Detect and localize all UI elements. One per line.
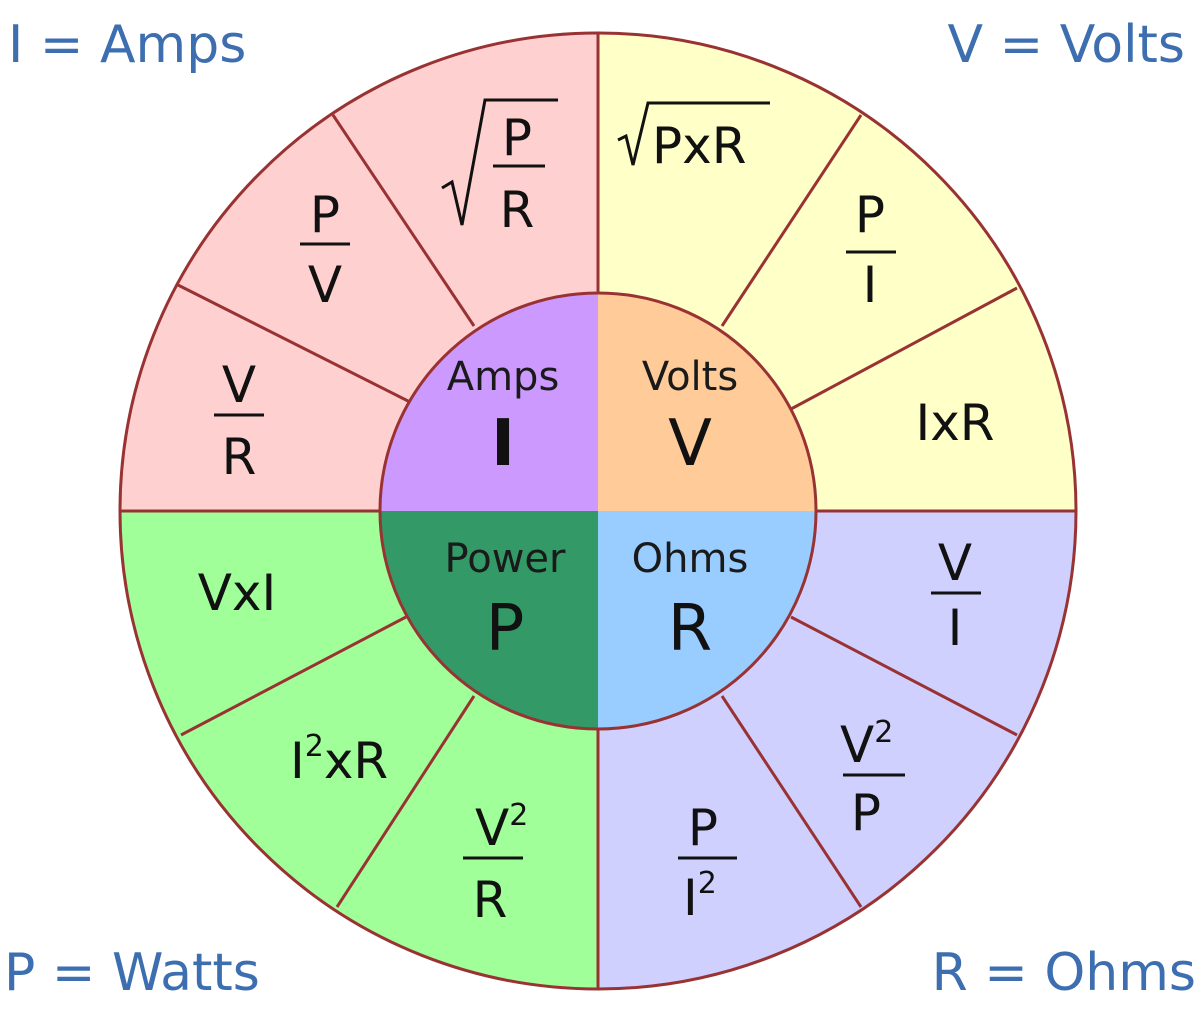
formula-numerator: P	[502, 109, 532, 167]
inner-circle-outline	[378, 291, 818, 731]
formula-numerator: V	[938, 534, 972, 592]
sqrt-radical-sign	[441, 98, 558, 226]
sqrt-radical-sign	[617, 101, 770, 166]
formula-numerator: V	[222, 356, 256, 414]
formula-sqrt-pxr: PxR	[617, 101, 770, 175]
formula-denominator: V	[308, 256, 342, 314]
formula-radicand: PxR	[652, 117, 746, 175]
formula-ixr: IxR	[915, 394, 994, 452]
formula-sqrt-p-over-r: P R	[441, 98, 558, 239]
center-amps-symbol: I	[491, 407, 515, 481]
center-power-symbol: P	[486, 592, 525, 666]
formula-denominator: I	[863, 256, 878, 314]
formula-numerator: V2	[475, 798, 528, 857]
formula-p-over-v: P V	[300, 186, 350, 314]
amps-center	[380, 293, 598, 511]
formula-i2xr: I2xR	[290, 729, 388, 790]
legend-amps: I = Amps	[8, 15, 246, 75]
formula-denominator: R	[473, 871, 508, 929]
center-amps-title: Amps	[447, 354, 560, 400]
formula-p-over-i2: P I2	[678, 799, 737, 927]
formula-v2-over-p: V2 P	[840, 715, 905, 842]
center-volts-title: Volts	[642, 354, 738, 400]
legend-volts: V = Volts	[948, 15, 1185, 75]
formula-v-over-i: V I	[931, 534, 981, 657]
formula-base: I	[290, 732, 305, 790]
formula-p-over-i: P I	[846, 186, 896, 314]
formula-numerator: P	[310, 186, 340, 244]
formula-numerator: P	[688, 799, 718, 857]
volts-center	[598, 293, 816, 511]
formula-v2-over-r: V2 R	[463, 798, 528, 929]
formula-numerator: P	[855, 186, 885, 244]
center-ohms-symbol: R	[668, 592, 712, 666]
formula-num-exponent: 2	[874, 715, 893, 750]
ohms-center	[598, 511, 816, 729]
formula-den-exponent: 2	[698, 866, 717, 901]
formula-v-over-r: V R	[214, 356, 264, 486]
center-volts-symbol: V	[668, 407, 712, 481]
formula-denominator: I2	[683, 866, 717, 927]
formula-denominator: P	[851, 784, 881, 842]
legend-watts: P = Watts	[4, 943, 260, 1003]
formula-denominator: I	[948, 599, 963, 657]
legend-ohms: R = Ohms	[932, 943, 1196, 1003]
formula-numerator: V2	[840, 715, 893, 774]
formula-rest: xR	[324, 732, 388, 790]
formula-exponent: 2	[305, 729, 324, 764]
formula-num-base: V	[475, 799, 509, 857]
outer-circle-outline	[118, 31, 1078, 991]
center-ohms-title: Ohms	[632, 536, 749, 582]
center-power-title: Power	[445, 536, 566, 582]
formula-vxi: VxI	[198, 564, 277, 622]
formula-num-exponent: 2	[509, 798, 528, 833]
formula-denominator: R	[222, 428, 257, 486]
power-center	[380, 511, 598, 729]
formula-num-base: V	[840, 716, 874, 774]
formula-den-base: I	[683, 869, 698, 927]
formula-denominator: R	[500, 181, 535, 239]
sector-dividers	[120, 33, 1076, 989]
